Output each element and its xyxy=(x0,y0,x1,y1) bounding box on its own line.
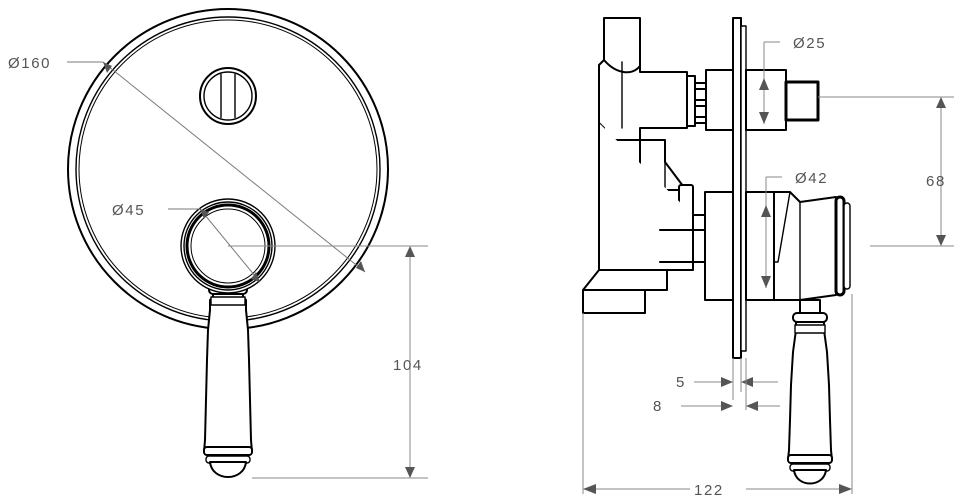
handle-lever-side xyxy=(787,299,833,485)
dim-label-depth-122: 122 xyxy=(694,482,724,499)
side-view: Ø25 Ø42 68 xyxy=(582,17,954,500)
dimension-height-104: 104 xyxy=(228,245,428,479)
valve-body-upper xyxy=(598,17,688,141)
handle-lever-front xyxy=(203,249,253,478)
mixer-body-block xyxy=(704,191,775,301)
dim-label-diameter-42: Ø42 xyxy=(795,170,828,187)
dim-label-diameter-45: Ø45 xyxy=(112,202,145,219)
dimension-diameter-160: Ø160 xyxy=(8,55,366,273)
cartridge-thread-flange xyxy=(686,75,707,127)
dimension-depth-122: 122 xyxy=(582,294,853,500)
dim-label-height-104: 104 xyxy=(393,357,423,374)
dimension-height-68: 68 xyxy=(818,96,954,247)
front-view: Ø160 Ø45 104 xyxy=(8,8,428,479)
dimension-thickness-8: 8 xyxy=(653,358,780,415)
wall-plate-edge xyxy=(732,17,747,359)
diverter-spindle xyxy=(705,69,820,131)
lower-housing xyxy=(582,122,706,314)
dim-label-thickness-5: 5 xyxy=(676,374,686,391)
front-escutcheon-plate xyxy=(67,8,389,330)
dim-label-diameter-25: Ø25 xyxy=(793,35,826,52)
dimension-diameter-42: Ø42 xyxy=(761,170,828,288)
dimension-thickness-5: 5 xyxy=(676,358,778,400)
handle-base-cone xyxy=(773,191,851,301)
dimension-diameter-25: Ø25 xyxy=(759,35,826,124)
dim-label-diameter-160: Ø160 xyxy=(8,55,51,72)
dim-label-thickness-8: 8 xyxy=(653,398,663,415)
dim-label-height-68: 68 xyxy=(926,173,946,190)
diverter-button xyxy=(199,67,257,125)
